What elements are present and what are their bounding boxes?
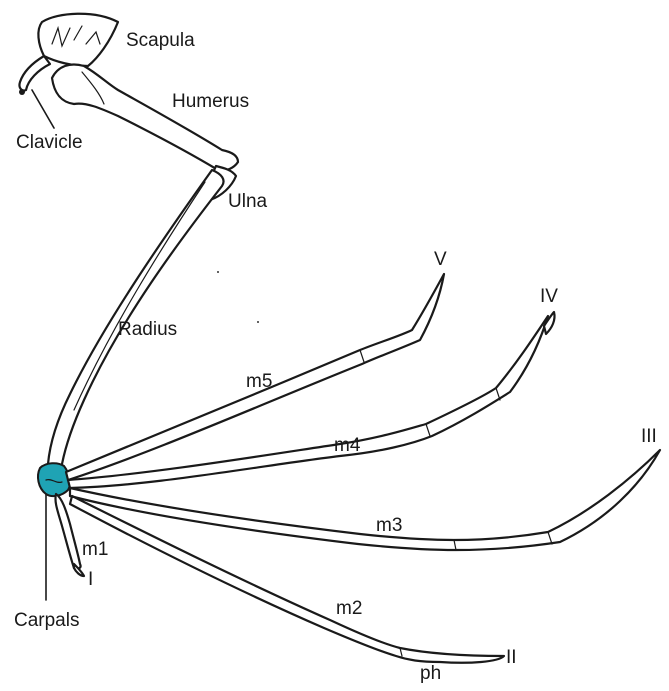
label-humerus: Humerus	[172, 92, 249, 111]
label-ulna: Ulna	[228, 192, 267, 211]
carpals-bone	[38, 463, 70, 496]
label-digit-5: V	[434, 250, 447, 269]
digit-3-bones	[70, 450, 660, 550]
label-digit-4: IV	[540, 287, 558, 306]
label-metacarpal-2: m2	[336, 599, 362, 618]
label-carpals: Carpals	[14, 611, 79, 630]
humerus-bone	[52, 65, 238, 171]
label-metacarpal-5: m5	[246, 372, 272, 391]
label-scapula: Scapula	[126, 31, 195, 50]
label-digit-3: III	[641, 427, 657, 446]
label-metacarpal-1: m1	[82, 540, 108, 559]
scapula-bone	[38, 14, 118, 66]
label-clavicle: Clavicle	[16, 133, 83, 152]
clavicle-leader	[32, 90, 54, 128]
label-digit-1: I	[88, 570, 93, 589]
clavicle-bone	[19, 56, 50, 95]
label-digit-2: II	[506, 648, 517, 667]
leader-lines	[32, 90, 54, 600]
label-radius: Radius	[118, 320, 177, 339]
digit-2-bones	[70, 496, 504, 663]
label-metacarpal-3: m3	[376, 516, 402, 535]
label-metacarpal-4: m4	[334, 436, 360, 455]
label-phalanx: ph	[420, 664, 441, 683]
